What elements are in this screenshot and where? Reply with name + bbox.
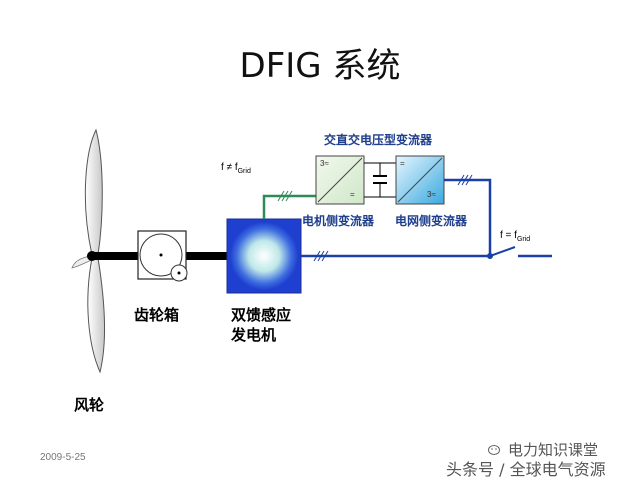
grid-switch — [489, 246, 516, 257]
dc-link — [364, 162, 396, 198]
grid-side-converter — [395, 155, 445, 205]
converter-title: 交直交电压型变流器 — [324, 133, 433, 147]
footer-date: 2009-5-25 — [40, 452, 86, 463]
generator — [226, 218, 302, 294]
gearbox-label: 齿轮箱 — [134, 306, 180, 324]
grid-side-ac-label: 3≈ — [427, 190, 436, 199]
grid-frequency-label: f = fGrid — [500, 230, 531, 243]
generator-label-line2: 发电机 — [231, 326, 277, 344]
rotor-label: 风轮 — [74, 396, 105, 414]
rotor-circuit-line — [262, 194, 316, 219]
rotor-hub — [87, 251, 97, 261]
page-title: DFIG 系统 — [239, 46, 401, 86]
rotor-blades — [71, 128, 105, 374]
generator-label-line1: 双馈感应 — [231, 306, 292, 324]
rotor-side-converter-label: 电机侧变流器 — [302, 214, 375, 228]
converter-output-line — [444, 178, 492, 256]
rotor-side-ac-label: 3≈ — [320, 159, 329, 168]
watermark-source: 头条号 / 全球电气资源 — [446, 460, 606, 479]
gearbox — [137, 230, 188, 282]
rotor-side-dc-label: = — [350, 190, 355, 199]
grid-side-dc-label: = — [400, 159, 405, 168]
wechat-icon — [488, 441, 502, 455]
watermark-channel: 电力知识课堂 — [508, 441, 599, 459]
grid-side-converter-label: 电网侧变流器 — [395, 214, 468, 228]
rotor-side-converter — [315, 155, 365, 205]
rotor-frequency-label: f ≠ fGrid — [221, 162, 251, 175]
